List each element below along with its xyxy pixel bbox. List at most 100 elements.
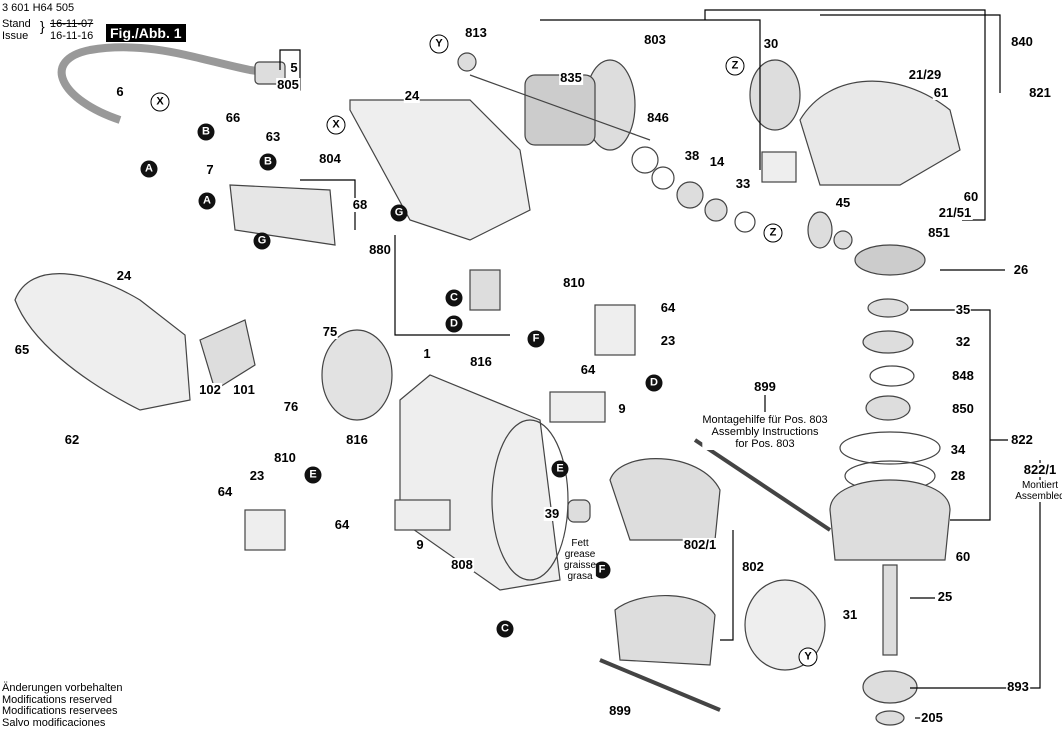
- note-line: grasa: [564, 571, 596, 582]
- field-802-top: [610, 459, 720, 540]
- marker-y: Y: [799, 648, 818, 667]
- cover-9: [550, 392, 605, 422]
- ring-846: [632, 147, 658, 173]
- callout: 25: [937, 590, 953, 604]
- marker-c: C: [497, 621, 514, 638]
- callout: 66: [225, 111, 241, 125]
- note-line: graisse: [564, 560, 596, 571]
- bearing-850: [866, 396, 910, 420]
- ring-34: [840, 432, 940, 464]
- callout: 64: [334, 518, 350, 532]
- callout: 60: [955, 550, 971, 564]
- brace: }: [40, 20, 45, 32]
- bearing-14: [677, 182, 703, 208]
- marker-g: G: [391, 205, 408, 222]
- marker-z: Z: [726, 57, 745, 76]
- assembled-note: Montiert Assembled: [1015, 480, 1062, 502]
- cover-23b: [245, 510, 285, 550]
- callout: 24: [404, 89, 420, 103]
- callout: 23: [660, 334, 676, 348]
- marker-y: Y: [430, 35, 449, 54]
- callout: 802/1: [683, 538, 718, 552]
- callout: 28: [950, 469, 966, 483]
- document-number: 3 601 H64 505: [2, 2, 74, 14]
- marker-b: B: [198, 124, 215, 141]
- footer-line: Modifications reservees: [2, 706, 122, 718]
- ring-38: [652, 167, 674, 189]
- note-line: Assembly Instructions: [702, 426, 827, 438]
- callout: 38: [684, 149, 700, 163]
- callout: 899: [608, 704, 632, 718]
- ring-32: [863, 331, 913, 353]
- marker-x: X: [151, 93, 170, 112]
- note-line: grease: [564, 549, 596, 560]
- filter-z: [762, 152, 796, 182]
- callout: 803: [643, 33, 667, 47]
- callout: 5: [289, 61, 298, 75]
- callout: 7: [205, 163, 214, 177]
- callout: 816: [469, 355, 493, 369]
- callout: 21/29: [908, 68, 943, 82]
- bearing-39: [568, 500, 590, 522]
- callout: 33: [735, 177, 751, 191]
- assembly-instructions-note: Montagehilfe für Pos. 803 Assembly Instr…: [702, 414, 827, 450]
- callout: 893: [1006, 680, 1030, 694]
- callout: 804: [318, 152, 342, 166]
- gear-26: [855, 245, 925, 275]
- callout: 61: [933, 86, 949, 100]
- marker-z: Z: [764, 224, 783, 243]
- callout: 1: [422, 347, 431, 361]
- callout: 68: [352, 198, 368, 212]
- callout: 30: [763, 37, 779, 51]
- callout: 14: [709, 155, 725, 169]
- marker-c: C: [446, 290, 463, 307]
- callout: 822/1: [1023, 463, 1058, 477]
- callout: 808: [450, 558, 474, 572]
- fan-30: [750, 60, 800, 130]
- footer-line: Salvo modificaciones: [2, 718, 122, 729]
- note-line: Montiert: [1015, 480, 1062, 491]
- callout: 9: [415, 538, 424, 552]
- marker-b: B: [260, 154, 277, 171]
- brush-plate-880: [470, 270, 500, 310]
- marker-d: D: [446, 316, 463, 333]
- callout: 805: [276, 78, 300, 92]
- callout: 813: [464, 26, 488, 40]
- field-802-bottom: [615, 596, 715, 665]
- callout: 64: [660, 301, 676, 315]
- callout: 76: [283, 400, 299, 414]
- bearing-flange-822: [830, 480, 950, 560]
- housing-24-top: [350, 100, 530, 240]
- callout: 65: [14, 343, 30, 357]
- callout: 101: [232, 383, 256, 397]
- nut-893: [863, 671, 917, 703]
- marker-f: F: [528, 331, 545, 348]
- bearing-33: [705, 199, 727, 221]
- bearing-45: [834, 231, 852, 249]
- armature-core: [525, 75, 595, 145]
- issue-date: 16-11-16: [50, 30, 93, 42]
- callout: 205: [920, 711, 944, 725]
- marker-g: G: [254, 233, 271, 250]
- marker-e: E: [305, 467, 322, 484]
- motor-housing-1: [400, 375, 560, 590]
- spindle-25: [883, 565, 897, 655]
- marker-e: E: [552, 461, 569, 478]
- callout: 32: [955, 335, 971, 349]
- marker-d: D: [646, 375, 663, 392]
- pinion: [808, 212, 832, 248]
- stand-label: Stand: [2, 18, 31, 30]
- callout: 45: [835, 196, 851, 210]
- footer-disclaimer: Änderungen vorbehalten Modifications res…: [2, 683, 122, 729]
- callout: 34: [950, 443, 966, 457]
- callout: 810: [273, 451, 297, 465]
- callout: 21/51: [938, 206, 973, 220]
- footer-line: Änderungen vorbehalten: [2, 683, 122, 695]
- callout: 822: [1010, 433, 1034, 447]
- washer-205: [876, 711, 904, 725]
- callout: 26: [1013, 263, 1029, 277]
- callout: 63: [265, 130, 281, 144]
- callout: 840: [1010, 35, 1034, 49]
- note-line: Assembled: [1015, 491, 1062, 502]
- note-line: Montagehilfe für Pos. 803: [702, 414, 827, 426]
